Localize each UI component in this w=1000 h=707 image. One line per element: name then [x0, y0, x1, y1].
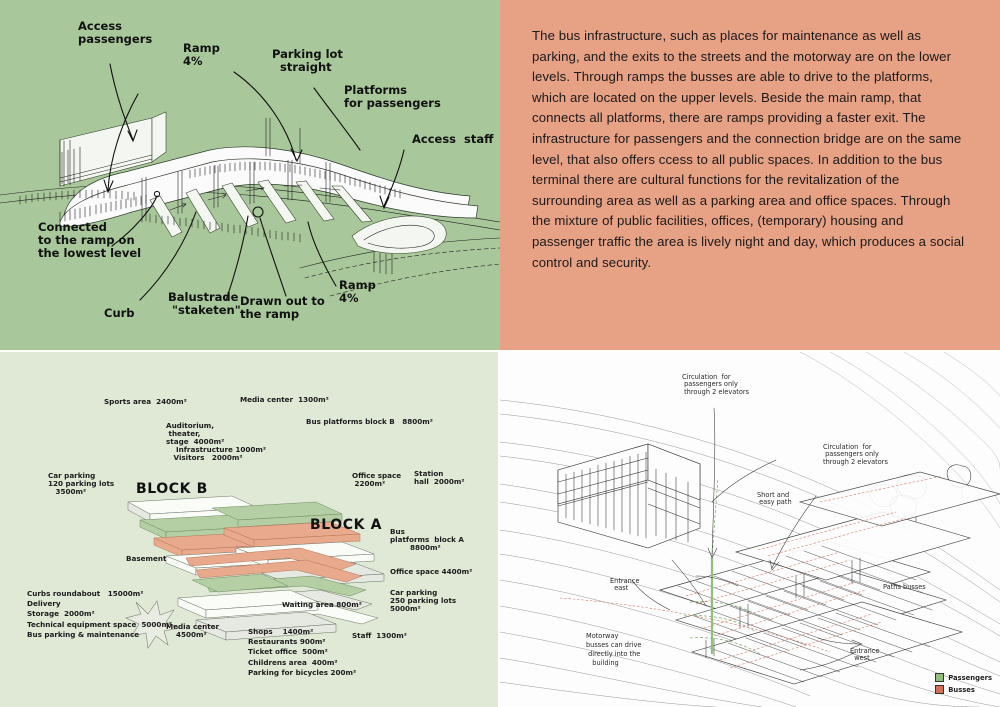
annotation-entrance-east: Entrance east [610, 577, 640, 593]
legend-label-busses: Busses [948, 685, 975, 694]
annotation-short-easy-path: Short and easy path [757, 491, 792, 507]
legend-label-passengers: Passengers [948, 673, 992, 682]
description-text: The bus infrastructure, such as places f… [532, 28, 965, 270]
annotation-basement-list: Curbs roundabout 15000m² Delivery Storag… [27, 589, 173, 639]
annotation-basement: Basement [126, 554, 167, 563]
basement-star-marker [125, 600, 180, 649]
circulation-legend: Passengers Busses [935, 673, 992, 697]
legend-item-busses: Busses [935, 685, 992, 694]
annotation-sports-area: Sports area 2400m² [104, 397, 187, 406]
annotation-media-center-bottom: Media center 4500m² [166, 622, 220, 640]
annotation-entrance-west: Entrance west [850, 647, 880, 663]
context-building [557, 443, 701, 549]
description-panel: The bus infrastructure, such as places f… [500, 0, 1000, 350]
annotation-staff: Staff 1300m² [352, 631, 407, 640]
annotation-station-hall: Station hall 2000m² [414, 469, 465, 487]
annotation-drawn-out-ramp: Drawn out to the ramp [240, 294, 325, 321]
circulation-drawing [500, 352, 1000, 707]
label-block-b: BLOCK B [136, 481, 208, 497]
aerial-sketch-panel: Access passengers Ramp 4% Parking lot st… [0, 0, 500, 350]
annotation-motorway: Motorway busses can drive directly into … [586, 632, 642, 667]
program-plan-panel: Sports area 2400m² Auditorium, theater, … [0, 352, 500, 707]
annotation-curb: Curb [104, 306, 135, 320]
annotation-connected-lowest-level: Connected to the ramp on the lowest leve… [38, 220, 142, 260]
basement-geometry [177, 573, 337, 641]
annotation-car-parking-a: Car parking 250 parking lots 5000m² [390, 588, 457, 614]
annotation-paths-busses: Paths busses [883, 583, 926, 591]
annotation-waiting-area: Waiting area 800m² [282, 600, 362, 609]
annotation-bus-platforms-block-a: Bus platforms block A 8800m² [390, 527, 464, 553]
annotation-bus-platforms-block-b: Bus platforms block B 8800m² [306, 417, 433, 426]
circulation-panel: Circulation for passengers only through … [500, 352, 1000, 707]
annotation-access-staff: Access staff [412, 132, 494, 146]
label-block-a: BLOCK A [310, 517, 383, 533]
annotation-circulation-passengers-right: Circulation for passengers only through … [823, 443, 888, 466]
passenger-path-lines [683, 601, 763, 655]
panel-divider-horizontal [0, 350, 1000, 352]
program-plan-drawing [125, 495, 385, 649]
annotation-auditorium: Auditorium, theater, stage 4000m² Infras… [166, 421, 267, 463]
annotation-platforms-for-passengers: Platforms for passengers [344, 83, 441, 110]
annotation-car-parking-b: Car parking 120 parking lots 3500m² [48, 471, 115, 497]
legend-swatch-busses [935, 685, 945, 694]
annotation-circulation-passengers-left: Circulation for passengers only through … [682, 373, 750, 396]
legend-item-passengers: Passengers [935, 673, 992, 682]
bus-path-lines [559, 475, 943, 669]
annotation-parking-lot-straight: Parking lot straight [272, 47, 343, 74]
legend-swatch-passengers [935, 673, 945, 682]
annotation-media-center-top: Media center 1300m² [240, 395, 329, 404]
annotation-office-space-2200: Office space 2200m² [352, 471, 402, 489]
annotation-office-space-4400: Office space 4400m² [390, 567, 473, 576]
annotation-ramp-top: Ramp 4% [183, 41, 220, 68]
annotation-retail-list: Shops 1400m² Restaurants 900m² Ticket of… [248, 627, 357, 677]
aerial-sketch-drawing [0, 63, 500, 301]
annotation-ramp-bottom: Ramp 4% [339, 278, 376, 305]
panel-divider-vertical [498, 352, 500, 707]
annotation-balustrade: Balustrade "staketen" [168, 290, 241, 317]
annotation-access-passengers: Access passengers [78, 19, 153, 46]
